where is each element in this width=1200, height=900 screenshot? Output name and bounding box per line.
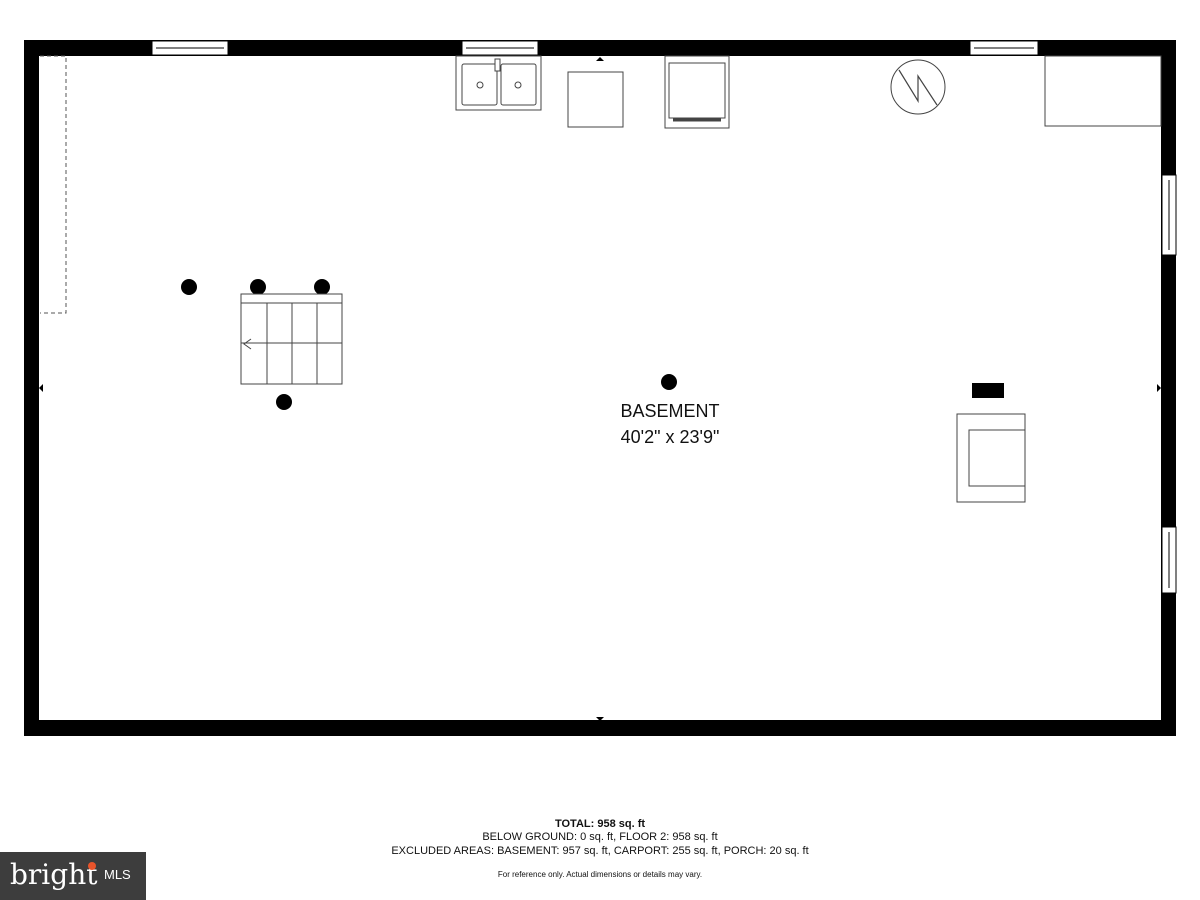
ceiling-marker-right [1157,384,1161,392]
window-right-lower [1161,526,1177,594]
excluded-areas: EXCLUDED AREAS: BASEMENT: 957 sq. ft, CA… [391,845,809,857]
support-post [314,279,330,295]
window-right-upper [1161,174,1177,256]
logo-brand-text: bright [10,858,98,891]
window-top-right [969,40,1039,56]
ceiling-marker-top [596,57,604,61]
window-top-center [461,40,539,56]
disclaimer: For reference only. Actual dimensions or… [497,870,703,879]
dashed-closet-outline [40,55,67,314]
logo-accent-dot [88,862,96,870]
double-sink [455,55,542,111]
support-post [661,374,677,390]
corner-counter [1044,55,1162,127]
support-post [276,394,292,410]
room-dimensions: 40'2" x 23'9" [620,427,720,447]
bright-mls-logo: bright MLS [0,852,146,900]
ceiling-marker-left [39,384,43,392]
room-name: BASEMENT [620,401,720,421]
water-heater-icon [890,59,946,115]
dryer-appliance [664,55,730,129]
washer-appliance [567,71,624,128]
furnace-unit [956,413,1026,503]
stair-direction-arrow [243,338,252,350]
window-top-left [151,40,229,56]
ceiling-marker-bottom [596,717,604,721]
support-posts [181,279,677,410]
below-ground-area: BELOW GROUND: 0 sq. ft, FLOOR 2: 958 sq.… [482,831,718,843]
staircase [240,293,343,385]
logo-suffix-text: MLS [104,867,131,882]
total-area: TOTAL: 958 sq. ft [554,818,646,830]
support-post [250,279,266,295]
vent-block [972,383,1004,398]
support-post [181,279,197,295]
